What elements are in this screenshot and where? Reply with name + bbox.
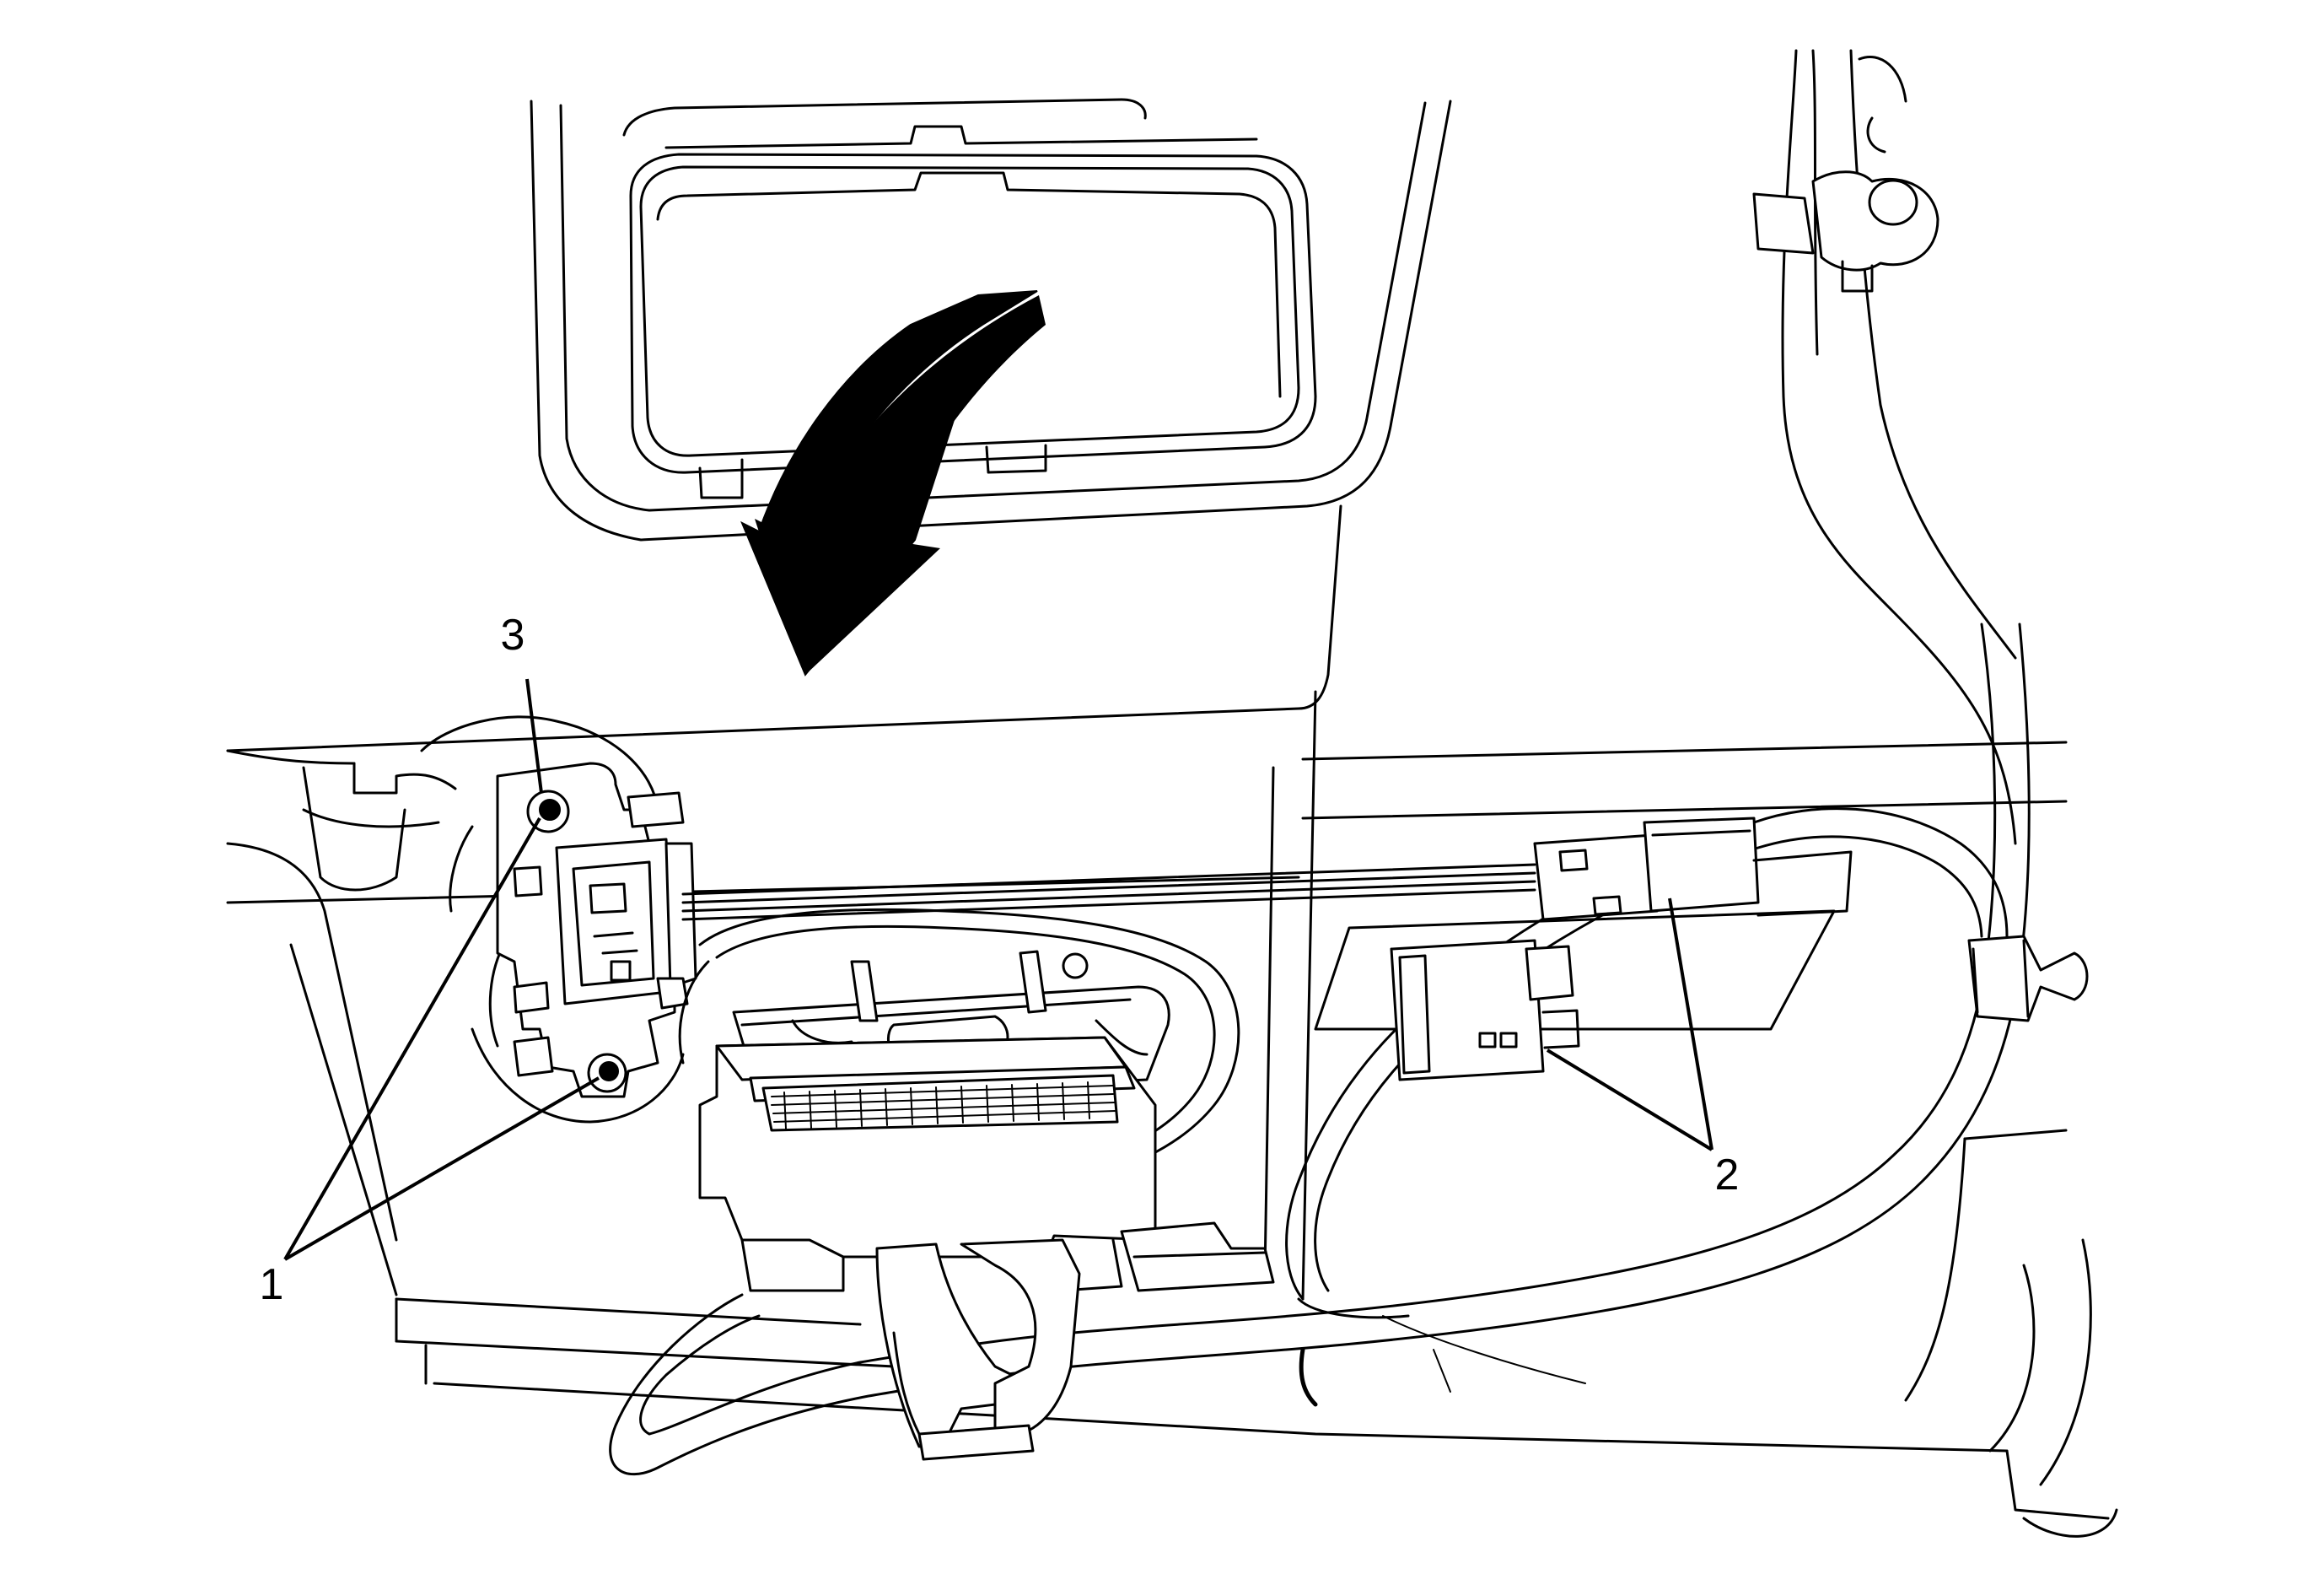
callout-label-1: 1 (260, 1260, 284, 1309)
harness-clip-upper (1752, 116, 1939, 293)
cable-bracket (875, 1221, 1275, 1461)
connector-upper (1533, 817, 1853, 921)
door-lower-body (226, 504, 2118, 1538)
leader-3 (525, 678, 543, 794)
module-housing (698, 1036, 1157, 1292)
leader-1-lower (283, 1076, 600, 1261)
callout-leaders (283, 678, 1713, 1261)
window-opening (629, 153, 1317, 499)
door-rear-edge (1781, 49, 2017, 845)
callout-label-2: 2 (1715, 1151, 1740, 1199)
lock-cable (681, 863, 1536, 921)
connector-pin-grid (771, 1081, 1116, 1129)
callout-label-3: 3 (501, 611, 525, 660)
leader-2-lower (1546, 1048, 1713, 1151)
callout-labels: 3 1 2 (260, 611, 1740, 1309)
connector-lower (1314, 909, 1836, 1081)
direction-arrow (740, 290, 1046, 676)
door-lock-module (496, 762, 697, 1098)
lock-mount-opening (226, 715, 685, 1124)
leader-2-upper (1668, 898, 1713, 1151)
door-trim-panel (530, 98, 1452, 542)
harness-clip-right (1967, 935, 2089, 1022)
handle-opening (678, 908, 1240, 1183)
leader-1-upper (283, 817, 541, 1261)
